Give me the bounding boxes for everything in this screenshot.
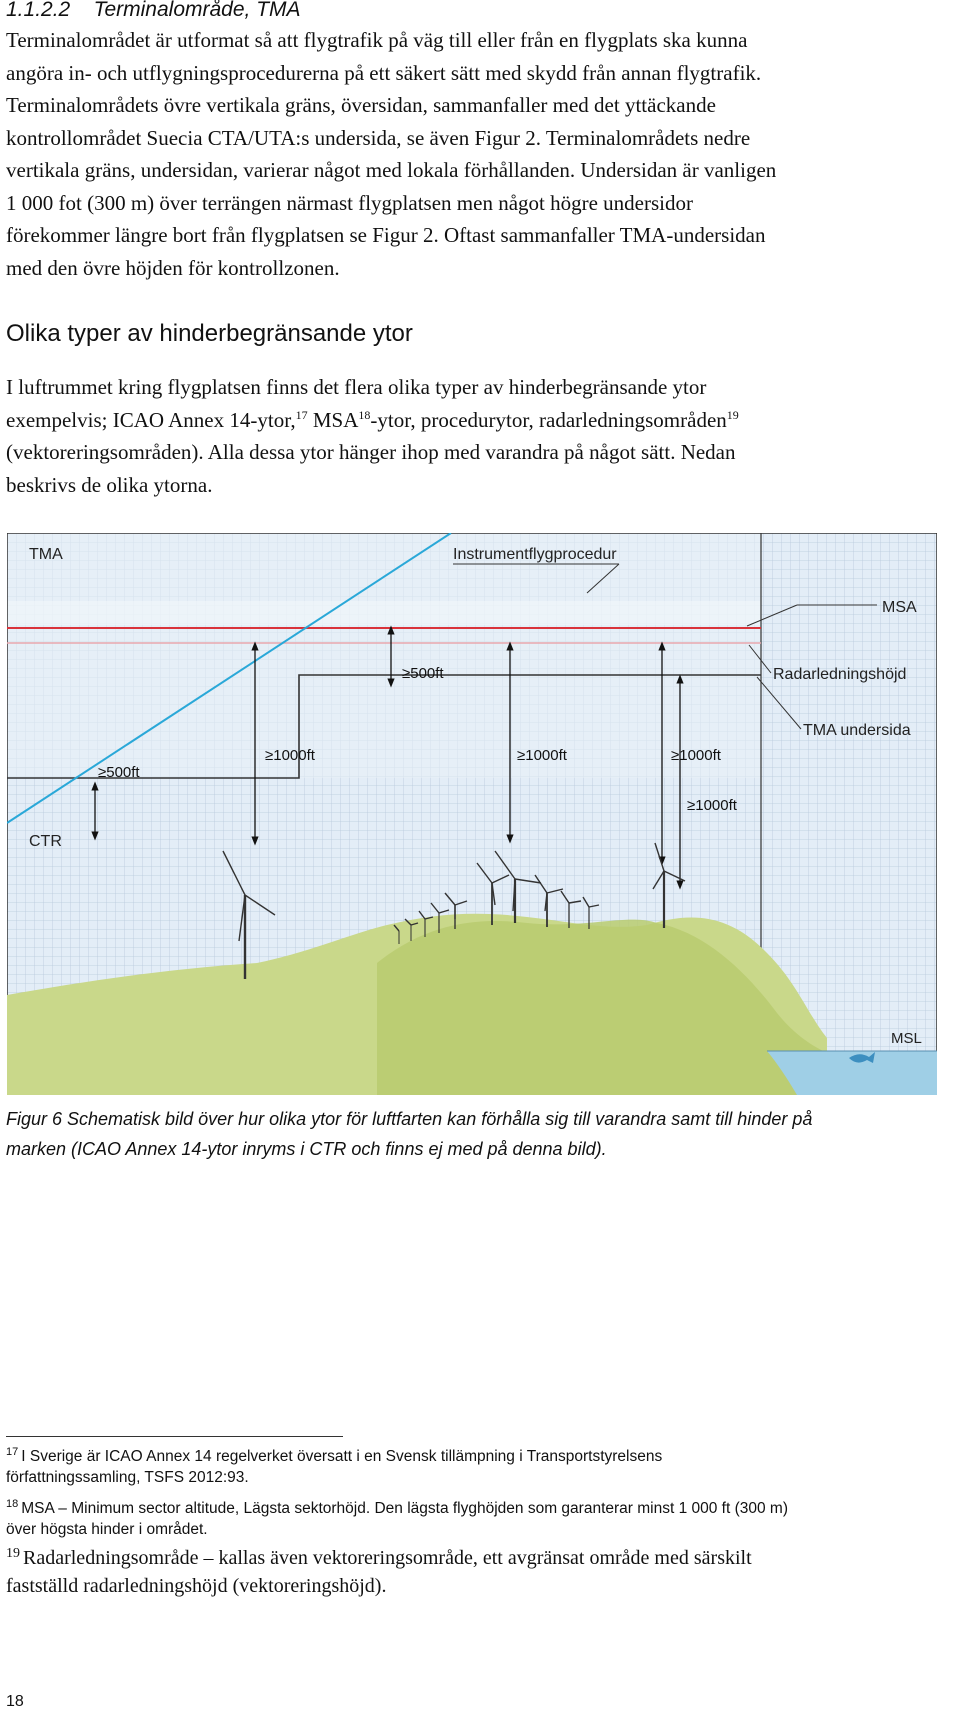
turbine-blade: [418, 910, 426, 920]
section-number: 1.1.2.2: [6, 0, 71, 21]
turbine-blade: [393, 924, 400, 932]
turbine-blade: [512, 878, 516, 912]
paragraph-line: vertikala gräns, undersidan, varierar nå…: [6, 158, 777, 182]
tma-area: [7, 533, 761, 778]
turbine-blade: [544, 892, 548, 912]
msa-label: MSA: [882, 599, 917, 616]
intro-paragraph: Terminalområdet är utformat så att flygt…: [6, 24, 951, 284]
turbine-blade: [476, 862, 493, 884]
turbine-blade: [438, 909, 450, 914]
paragraph-line: Terminalområdets övre vertikala gräns, ö…: [6, 93, 716, 117]
tma-undersida-label: TMA undersida: [803, 722, 911, 739]
subheading: Olika typer av hinderbegränsande ytor: [6, 320, 413, 347]
height-label-1000-c: ≥1000ft: [671, 747, 722, 764]
paragraph-line: med den övre höjden för kontrollzonen.: [6, 255, 340, 280]
footnote-ref-17[interactable]: 17: [295, 407, 308, 422]
tma-label: TMA: [29, 546, 63, 563]
footnote-text: över högsta hinder i området.: [6, 1521, 208, 1538]
text-run: -ytor, procedurytor, radarledningsområde…: [370, 407, 727, 432]
turbine-blade: [222, 850, 246, 896]
caption-line: Figur 6 Schematisk bild över hur olika y…: [6, 1109, 813, 1129]
height-label-1000-b: ≥1000ft: [517, 747, 568, 764]
sea: [767, 1051, 937, 1095]
paragraph-line: 1 000 fot (300 m) över terrängen närmast…: [6, 190, 693, 215]
msl-label: MSL: [891, 1030, 922, 1047]
turbine-blade: [491, 874, 510, 884]
caption-line: marken (ICAO Annex 14-ytor inryms i CTR …: [6, 1139, 607, 1159]
paragraph-line: I luftrummet kring flygplatsen finns det…: [6, 375, 707, 399]
wind-turbines: [222, 842, 686, 979]
footnote-text: MSA – Minimum sector altitude, Lägsta se…: [21, 1500, 789, 1517]
paragraph-line: exempelvis; ICAO Annex 14-ytor,17 MSA18-…: [6, 404, 951, 437]
turbine-blade: [652, 870, 665, 890]
turbine-blade: [410, 922, 419, 926]
hill: [377, 919, 827, 1095]
text-run: exempelvis; ICAO Annex 14-ytor,: [6, 407, 296, 432]
height-label-1000-a: ≥1000ft: [265, 747, 316, 764]
footnote-number: 17: [6, 1446, 19, 1458]
airspace-diagram: TMA CTR Instrumentflygprocedur MSA Radar…: [7, 533, 937, 1095]
paragraph-line: kontrollområdet Suecia CTA/UTA:s undersi…: [6, 125, 751, 150]
turbine-blade: [404, 918, 412, 926]
footnote-text: författningssamling, TSFS 2012:93.: [6, 1469, 249, 1486]
footnote-ref-18[interactable]: 18: [358, 407, 371, 422]
ctr-label: CTR: [29, 833, 62, 850]
footnote-ref-19[interactable]: 19: [726, 407, 739, 422]
turbine-blade: [568, 900, 582, 904]
turbine-blade: [663, 870, 686, 882]
instrument-label: Instrumentflygprocedur: [453, 546, 617, 563]
footnote-number: 18: [6, 1498, 19, 1510]
footnote-divider: [6, 1436, 343, 1437]
paragraph-line: angöra in- och utflygningsprocedurerna p…: [6, 60, 762, 85]
turbine-blade: [444, 892, 456, 906]
text-run: MSA: [307, 407, 359, 432]
turbine-blade: [534, 874, 548, 894]
turbine-blade: [238, 894, 246, 942]
msa-band: [7, 601, 761, 625]
height-label-1000-d: ≥1000ft: [687, 797, 738, 814]
turbine-blade: [494, 850, 516, 880]
paragraph-line: förekommer längre bort från flygplatsen …: [6, 223, 766, 247]
turbine-blade: [546, 888, 564, 894]
turbine-blade: [424, 916, 434, 920]
footnote-text: I Sverige är ICAO Annex 14 regelverket ö…: [21, 1448, 663, 1465]
turbine-blade: [454, 900, 468, 906]
section-title: Terminalområde, TMA: [93, 0, 301, 21]
turbine-blade: [430, 902, 440, 914]
section-heading: 1.1.2.2 Terminalområde, TMA: [6, 0, 301, 22]
turbine-blade: [560, 890, 570, 904]
footnote-text: Radarledningsområde – kallas även vektor…: [23, 1547, 752, 1569]
turbine-blade: [654, 842, 665, 872]
procedure-line: [7, 533, 452, 824]
footnote-text: fastställd radarledningshöjd (vektorerin…: [6, 1575, 387, 1597]
turbine-blade: [582, 896, 590, 908]
height-label-top-500: ≥500ft: [402, 665, 444, 682]
footnote-number: 19: [6, 1546, 20, 1561]
paragraph-line: (vektoreringsområden). Alla dessa ytor h…: [6, 440, 736, 464]
paragraph-line: beskrivs de olika ytorna.: [6, 472, 213, 497]
page-number: 18: [6, 1693, 24, 1710]
tma-undersida-line: [7, 674, 761, 779]
turbine-blade: [491, 882, 496, 906]
fish-icon: [849, 1052, 875, 1063]
turbine-blade: [588, 904, 600, 908]
obstacle-paragraph: I luftrummet kring flygplatsen finns det…: [6, 371, 951, 501]
radar-label: Radarledningshöjd: [773, 666, 906, 683]
figure-caption: Figur 6 Schematisk bild över hur olika y…: [6, 1104, 956, 1164]
paragraph-line: Terminalområdet är utformat så att flygt…: [6, 28, 748, 52]
height-label-ctr-500: ≥500ft: [98, 764, 140, 781]
turbine-blade: [514, 878, 542, 884]
turbine-blade: [244, 894, 276, 916]
